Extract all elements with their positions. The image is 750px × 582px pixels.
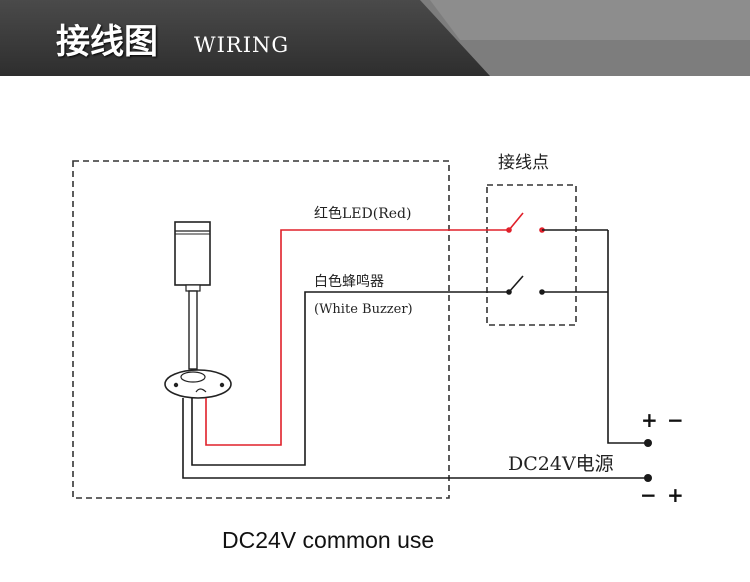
power-label: DC24V电源 bbox=[508, 453, 614, 475]
buzzer-wire bbox=[191, 291, 508, 466]
red-switch bbox=[506, 212, 545, 233]
device-enclosure bbox=[72, 160, 450, 499]
plus-top: + bbox=[641, 408, 658, 432]
header-banner: 接线图 WIRING bbox=[0, 0, 750, 76]
header-title: 接线图 bbox=[56, 22, 158, 62]
buzzer-switch bbox=[506, 275, 545, 295]
header-decoration bbox=[420, 0, 750, 76]
power-terminal-bottom bbox=[644, 474, 652, 482]
buzzer-label-en: (White Buzzer) bbox=[314, 302, 413, 317]
minus-bottom: − bbox=[640, 483, 657, 507]
red-led-label: 红色LED(Red) bbox=[314, 205, 411, 222]
positive-bus bbox=[607, 230, 648, 444]
junction-label: 接线点 bbox=[498, 153, 549, 173]
header-subtitle: WIRING bbox=[194, 33, 290, 57]
power-terminal-top bbox=[644, 439, 652, 447]
red-led-wire bbox=[205, 229, 508, 446]
junction-box bbox=[486, 184, 577, 326]
minus-top: − bbox=[667, 408, 684, 432]
signal-tower bbox=[164, 221, 232, 399]
plus-bottom: + bbox=[667, 483, 684, 507]
caption: DC24V common use bbox=[222, 527, 435, 553]
common-wire bbox=[182, 398, 648, 479]
buzzer-label-cn: 白色蜂鸣器 bbox=[314, 273, 384, 290]
